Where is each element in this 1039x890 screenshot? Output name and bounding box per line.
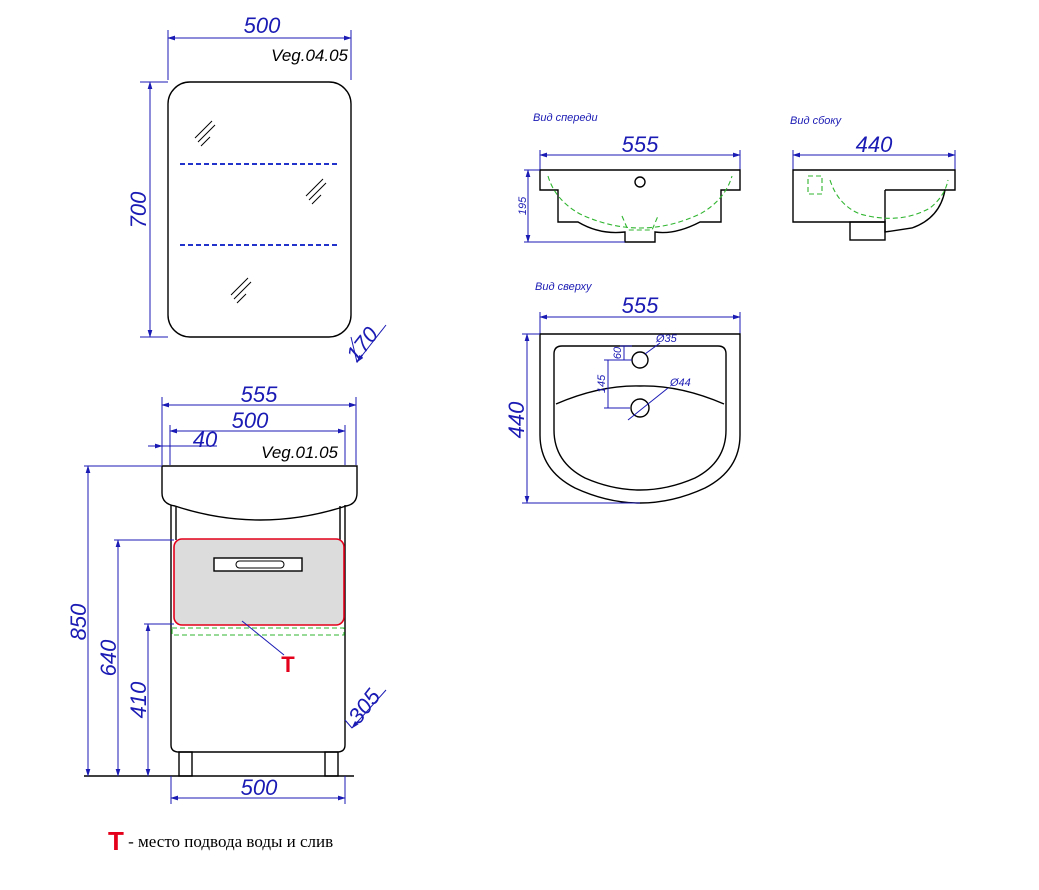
cabinet-body-width-label: 500 <box>232 408 269 433</box>
top-view-caption: Вид сверху <box>535 281 593 293</box>
cabinet-model-label: Veg.01.05 <box>261 443 338 462</box>
legend-symbol: T <box>108 826 124 856</box>
drain-offset-label: 145 <box>596 374 608 393</box>
cabinet-top-width-label: 555 <box>241 382 278 407</box>
basin-top-outline <box>539 333 741 504</box>
drawer-front <box>173 538 345 626</box>
mirror-width-label: 500 <box>244 13 281 38</box>
cabinet-body-outline <box>170 505 346 753</box>
tap-hole <box>631 351 649 369</box>
cabinet-view: 555 500 40 Veg.01.05 T 850 640 <box>66 382 387 804</box>
mirror-height-label: 700 <box>126 191 151 228</box>
glass-reflection-icon <box>194 120 327 304</box>
basin-side-view: Вид сбоку 440 <box>790 115 956 241</box>
top-width-label: 555 <box>622 293 659 318</box>
legend-text: - место подвода воды и слив <box>128 832 334 851</box>
mirror-view: 500 Veg.04.05 700 170 <box>126 13 387 367</box>
front-height-label: 195 <box>517 196 529 215</box>
front-view-caption: Вид спереди <box>533 112 598 124</box>
cabinet-offset-label: 40 <box>193 427 218 452</box>
side-depth-label: 440 <box>856 132 893 157</box>
drain-hole-label: Ø44 <box>669 377 691 389</box>
mirror-model-label: Veg.04.05 <box>271 46 348 65</box>
side-view-caption: Вид сбоку <box>790 115 843 127</box>
top-depth-label: 440 <box>504 401 529 438</box>
tap-offset-label: 60 <box>612 346 624 359</box>
basin-front-view: Вид спереди 555 195 <box>517 112 741 243</box>
basin-top-view: Вид сверху 555 Ø35 Ø44 60 145 440 <box>504 281 741 504</box>
drain-hole <box>630 398 650 418</box>
cabinet-basin-outline <box>161 465 358 521</box>
cabinet-total-height-label: 850 <box>66 603 91 640</box>
mirror-outline <box>167 81 352 338</box>
front-width-label: 555 <box>622 132 659 157</box>
cabinet-drawer-height-label: 640 <box>96 639 121 676</box>
cabinet-bottom-width-label: 500 <box>241 775 278 800</box>
water-supply-marker: T <box>281 652 295 677</box>
legend: T - место подвода воды и слив <box>108 826 333 857</box>
drawer-handle <box>213 557 303 572</box>
cabinet-depth-label: 305 <box>343 684 386 729</box>
cabinet-pipe-height-label: 410 <box>126 681 151 718</box>
tap-hole-label: Ø35 <box>655 333 678 345</box>
